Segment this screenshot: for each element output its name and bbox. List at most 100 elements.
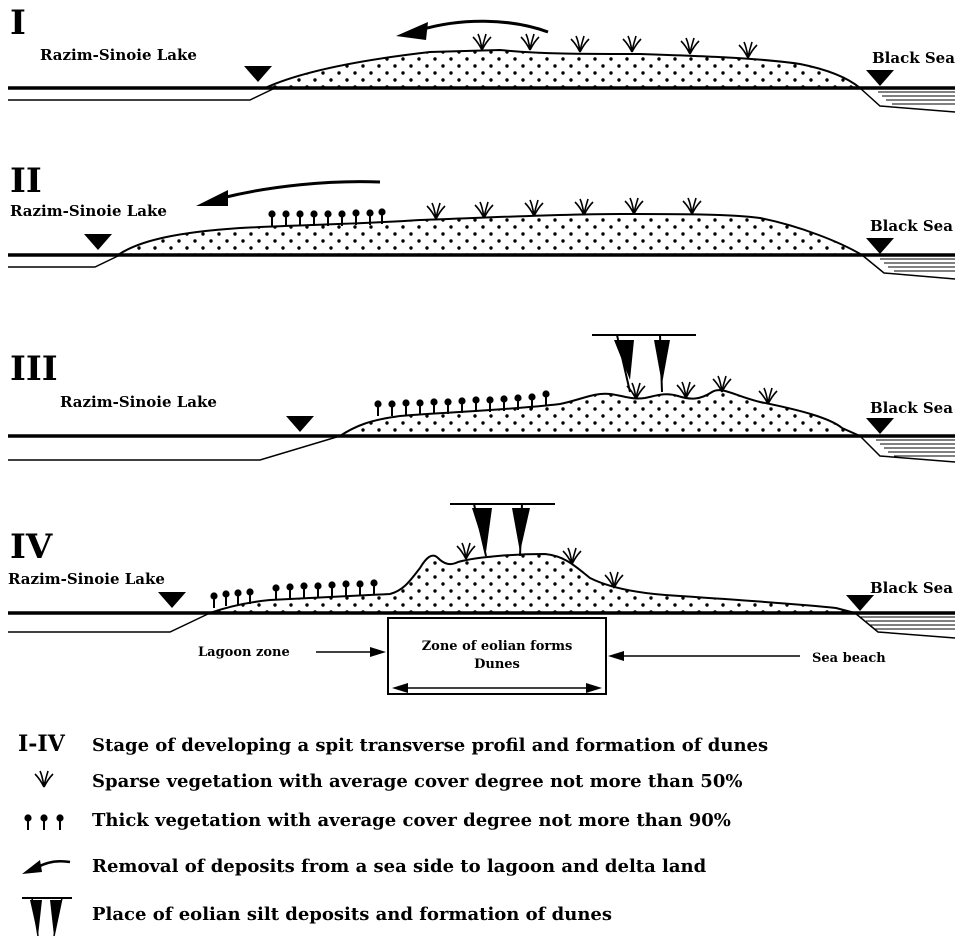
stage-3-profile: III Razim-Sinoie Lake Black Sea bbox=[8, 335, 955, 462]
lake-label: Razim-Sinoie Lake bbox=[60, 393, 217, 411]
legend-text: Thick vegetation with average cover degr… bbox=[92, 810, 731, 831]
thick-vegetation-icon bbox=[402, 399, 409, 415]
removal-arrow-icon bbox=[22, 860, 70, 874]
lagoon-zone-arrowhead bbox=[370, 647, 386, 657]
removal-arrow-icon bbox=[222, 182, 380, 198]
eolian-deposit-icon bbox=[450, 504, 555, 556]
legend-item: Place of eolian silt deposits and format… bbox=[22, 898, 612, 936]
sea-hatching bbox=[876, 440, 955, 456]
stage-4-profile: IV Razim-Sinoie Lake Black Sea bbox=[8, 504, 955, 694]
spit-body bbox=[265, 50, 860, 88]
sparse-vegetation-icon bbox=[681, 38, 699, 54]
sparse-vegetation-icon bbox=[623, 36, 641, 52]
thick-vegetation-icon bbox=[542, 390, 549, 406]
eolian-zone-arrowhead-right bbox=[586, 683, 602, 693]
spit-body bbox=[118, 214, 862, 255]
thick-vegetation-icon bbox=[286, 583, 293, 599]
bottom-profile bbox=[8, 88, 275, 100]
legend-text: Removal of deposits from a sea side to l… bbox=[92, 856, 707, 877]
legend-item: I-IV Stage of developing a spit transver… bbox=[18, 731, 768, 757]
thick-vegetation-icon bbox=[210, 592, 217, 608]
eolian-deposit-icon bbox=[22, 898, 72, 936]
legend-item: Sparse vegetation with average cover deg… bbox=[35, 771, 742, 792]
thick-vegetation-icon bbox=[370, 579, 377, 595]
sparse-vegetation-icon bbox=[457, 543, 475, 559]
thick-vegetation-icon bbox=[300, 582, 307, 598]
lake-label: Razim-Sinoie Lake bbox=[10, 202, 167, 220]
thick-vegetation-icon bbox=[356, 580, 363, 596]
stage-2-profile: II Razim-Sinoie Lake Black Sea bbox=[8, 161, 955, 279]
sparse-vegetation-icon bbox=[683, 198, 701, 214]
sparse-vegetation-icon bbox=[521, 34, 539, 50]
water-level-marker-icon bbox=[866, 70, 894, 86]
thick-vegetation-icon bbox=[234, 589, 241, 605]
stage-1-profile: I Razim-Sinoie Lake Black Sea bbox=[8, 3, 955, 112]
eolian-deposit-icon bbox=[592, 335, 696, 392]
thick-vegetation-icon bbox=[388, 400, 395, 416]
bottom-profile bbox=[8, 255, 120, 267]
thick-vegetation-icon bbox=[282, 210, 289, 226]
thick-vegetation-icon bbox=[342, 580, 349, 596]
sea-hatching bbox=[880, 259, 955, 271]
sea-hatching bbox=[860, 617, 955, 629]
sparse-vegetation-icon bbox=[475, 202, 493, 218]
beach-zone-arrowhead bbox=[608, 651, 624, 661]
thick-vegetation-icon bbox=[222, 590, 229, 606]
sparse-vegetation-icon bbox=[571, 36, 589, 52]
water-level-marker-icon bbox=[866, 418, 894, 434]
sea-label: Black Sea bbox=[870, 399, 953, 417]
eolian-zone-arrowhead-left bbox=[392, 683, 408, 693]
removal-arrowhead bbox=[196, 190, 228, 206]
eolian-zone-box bbox=[388, 618, 606, 694]
roman-numeral-range: I-IV bbox=[18, 731, 66, 757]
thick-vegetation-icon bbox=[374, 400, 381, 416]
thick-vegetation-icon bbox=[472, 396, 479, 412]
thick-vegetation-icon bbox=[416, 399, 423, 415]
removal-arrow-icon bbox=[420, 21, 548, 32]
water-level-marker-icon bbox=[158, 592, 186, 608]
sparse-vegetation-icon bbox=[427, 203, 445, 219]
bottom-profile bbox=[8, 436, 340, 460]
lagoon-zone-label: Lagoon zone bbox=[198, 645, 290, 660]
water-level-marker-icon bbox=[866, 238, 894, 254]
legend-text: Sparse vegetation with average cover deg… bbox=[92, 771, 742, 792]
sea-label: Black Sea bbox=[870, 579, 953, 597]
dunes-label: Dunes bbox=[474, 657, 520, 672]
legend: I-IV Stage of developing a spit transver… bbox=[18, 731, 768, 936]
legend-item: Thick vegetation with average cover degr… bbox=[24, 810, 730, 831]
sparse-vegetation-icon bbox=[575, 199, 593, 215]
bottom-profile bbox=[8, 613, 210, 632]
sea-label: Black Sea bbox=[872, 49, 955, 67]
sparse-vegetation-icon bbox=[739, 42, 757, 58]
thick-vegetation-icon bbox=[458, 397, 465, 413]
legend-text: Place of eolian silt deposits and format… bbox=[92, 904, 612, 925]
stage-numeral: I bbox=[10, 3, 26, 43]
water-level-marker-icon bbox=[286, 416, 314, 432]
thick-vegetation-icon bbox=[268, 210, 275, 226]
lake-label: Razim-Sinoie Lake bbox=[40, 46, 197, 64]
sparse-vegetation-icon bbox=[525, 200, 543, 216]
legend-text: Stage of developing a spit transverse pr… bbox=[92, 735, 768, 756]
sea-beach-label: Sea beach bbox=[812, 651, 886, 666]
sea-hatching bbox=[878, 92, 955, 104]
thick-vegetation-icon bbox=[310, 210, 317, 226]
sea-label: Black Sea bbox=[870, 217, 953, 235]
stage-numeral: III bbox=[10, 349, 58, 389]
sparse-vegetation-icon bbox=[473, 34, 491, 50]
thick-vegetation-icon bbox=[314, 582, 321, 598]
lake-label: Razim-Sinoie Lake bbox=[8, 570, 165, 588]
sparse-vegetation-icon bbox=[625, 198, 643, 214]
stage-numeral: IV bbox=[10, 527, 53, 567]
stage-numeral: II bbox=[10, 161, 42, 201]
spit-body bbox=[210, 554, 855, 613]
water-level-marker-icon bbox=[846, 595, 874, 611]
water-level-marker-icon bbox=[84, 234, 112, 250]
spit-body bbox=[340, 390, 860, 436]
thick-vegetation-icon bbox=[296, 210, 303, 226]
thick-vegetation-icon bbox=[430, 398, 437, 414]
sparse-vegetation-icon bbox=[35, 771, 53, 787]
thick-vegetation-icon bbox=[24, 814, 63, 830]
thick-vegetation-icon bbox=[272, 584, 279, 600]
thick-vegetation-icon bbox=[328, 581, 335, 597]
